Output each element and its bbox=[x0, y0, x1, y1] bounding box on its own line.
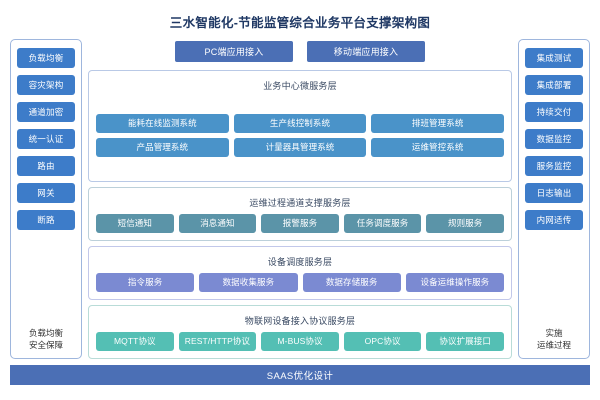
left-rail-caption: 负载均衡 安全保障 bbox=[28, 327, 63, 351]
right-rail-item-2[interactable]: 持续交付 bbox=[525, 101, 583, 122]
center-column: PC端应用接入 移动端应用接入 业务中心微服务层 能耗在线监测系统 生产线控制系… bbox=[88, 39, 512, 359]
left-rail-item-2[interactable]: 通道加密 bbox=[17, 101, 75, 122]
left-rail-item-6[interactable]: 断路 bbox=[17, 209, 75, 230]
right-rail-item-1[interactable]: 集成部署 bbox=[525, 74, 583, 95]
business-item-2[interactable]: 排班管理系统 bbox=[371, 113, 504, 133]
layer-items-business: 能耗在线监测系统 生产线控制系统 排班管理系统 产品管理系统 计量器具管理系统 … bbox=[96, 97, 504, 174]
right-rail-items: 集成测试 集成部署 持续交付 数据监控 服务监控 日志输出 内网适传 bbox=[525, 47, 583, 319]
layer-ops-channel-support: 运维过程通道支撑服务层 短信通知 消息通知 报警服务 任务调度服务 规则服务 bbox=[88, 186, 512, 241]
diagram-body: 负载均衡 容灾架构 通道加密 统一认证 路由 网关 断路 负载均衡 安全保障 P… bbox=[0, 38, 600, 359]
layer-title-device-scheduling: 设备调度服务层 bbox=[267, 256, 333, 267]
right-rail-item-4[interactable]: 服务监控 bbox=[525, 155, 583, 176]
access-mobile-button[interactable]: 移动端应用接入 bbox=[307, 40, 425, 62]
right-rail-item-3[interactable]: 数据监控 bbox=[525, 128, 583, 149]
right-rail-caption: 实施 运维过程 bbox=[536, 327, 571, 351]
ops-channel-item-1[interactable]: 消息通知 bbox=[178, 213, 257, 233]
left-rail-item-3[interactable]: 统一认证 bbox=[17, 128, 75, 149]
right-rail-item-6[interactable]: 内网适传 bbox=[525, 209, 583, 230]
layer-items-ops-channel: 短信通知 消息通知 报警服务 任务调度服务 规则服务 bbox=[96, 213, 504, 233]
access-row: PC端应用接入 移动端应用接入 bbox=[88, 39, 512, 65]
right-rail: 集成测试 集成部署 持续交付 数据监控 服务监控 日志输出 内网适传 实施 运维… bbox=[518, 38, 590, 359]
device-scheduling-item-2[interactable]: 数据存储服务 bbox=[302, 272, 401, 292]
iot-protocol-item-1[interactable]: REST/HTTP协议 bbox=[178, 331, 257, 351]
ops-channel-item-2[interactable]: 报警服务 bbox=[261, 213, 339, 233]
footer-band: SAAS优化设计 bbox=[10, 364, 590, 385]
right-rail-item-5[interactable]: 日志输出 bbox=[525, 182, 583, 203]
left-rail-item-5[interactable]: 网关 bbox=[17, 182, 75, 203]
left-rail-items: 负载均衡 容灾架构 通道加密 统一认证 路由 网关 断路 bbox=[17, 47, 75, 319]
layer-title-ops-channel: 运维过程通道支撑服务层 bbox=[249, 197, 351, 208]
right-rail-item-0[interactable]: 集成测试 bbox=[525, 47, 583, 68]
page-title: 三水智能化-节能监管综合业务平台支撑架构图 bbox=[169, 16, 431, 30]
iot-protocol-item-3[interactable]: OPC协议 bbox=[343, 331, 422, 351]
ops-channel-item-0[interactable]: 短信通知 bbox=[96, 213, 174, 233]
left-rail-item-4[interactable]: 路由 bbox=[17, 155, 75, 176]
device-scheduling-item-3[interactable]: 设备运维操作服务 bbox=[405, 272, 504, 292]
ops-channel-item-4[interactable]: 规则服务 bbox=[426, 213, 504, 233]
business-item-5[interactable]: 运维管控系统 bbox=[371, 137, 504, 157]
layer-iot-protocol-access: 物联网设备接入协议服务层 MQTT协议 REST/HTTP协议 M-BUS协议 … bbox=[88, 304, 512, 359]
access-pc-button[interactable]: PC端应用接入 bbox=[175, 40, 293, 62]
business-item-4[interactable]: 计量器具管理系统 bbox=[233, 137, 367, 157]
layer-title-iot-protocol: 物联网设备接入协议服务层 bbox=[244, 315, 356, 326]
business-item-3[interactable]: 产品管理系统 bbox=[96, 137, 229, 157]
device-scheduling-item-0[interactable]: 指令服务 bbox=[96, 272, 195, 292]
layer-items-iot-protocol: MQTT协议 REST/HTTP协议 M-BUS协议 OPC协议 协议扩展接口 bbox=[96, 331, 504, 351]
business-item-0[interactable]: 能耗在线监测系统 bbox=[96, 113, 229, 133]
left-rail: 负载均衡 容灾架构 通道加密 统一认证 路由 网关 断路 负载均衡 安全保障 bbox=[10, 38, 82, 359]
iot-protocol-item-0[interactable]: MQTT协议 bbox=[96, 331, 174, 351]
iot-protocol-item-4[interactable]: 协议扩展接口 bbox=[426, 331, 504, 351]
ops-channel-item-3[interactable]: 任务调度服务 bbox=[343, 213, 422, 233]
business-item-1[interactable]: 生产线控制系统 bbox=[233, 113, 367, 133]
device-scheduling-item-1[interactable]: 数据收集服务 bbox=[199, 272, 298, 292]
left-rail-item-0[interactable]: 负载均衡 bbox=[17, 47, 75, 68]
layer-items-device-scheduling: 指令服务 数据收集服务 数据存储服务 设备运维操作服务 bbox=[96, 272, 504, 292]
layer-business-microservice: 业务中心微服务层 能耗在线监测系统 生产线控制系统 排班管理系统 产品管理系统 … bbox=[88, 69, 512, 182]
left-rail-item-1[interactable]: 容灾架构 bbox=[17, 74, 75, 95]
layer-title-business: 业务中心微服务层 bbox=[263, 80, 337, 91]
layer-device-scheduling: 设备调度服务层 指令服务 数据收集服务 数据存储服务 设备运维操作服务 bbox=[88, 245, 512, 300]
iot-protocol-item-2[interactable]: M-BUS协议 bbox=[261, 331, 339, 351]
